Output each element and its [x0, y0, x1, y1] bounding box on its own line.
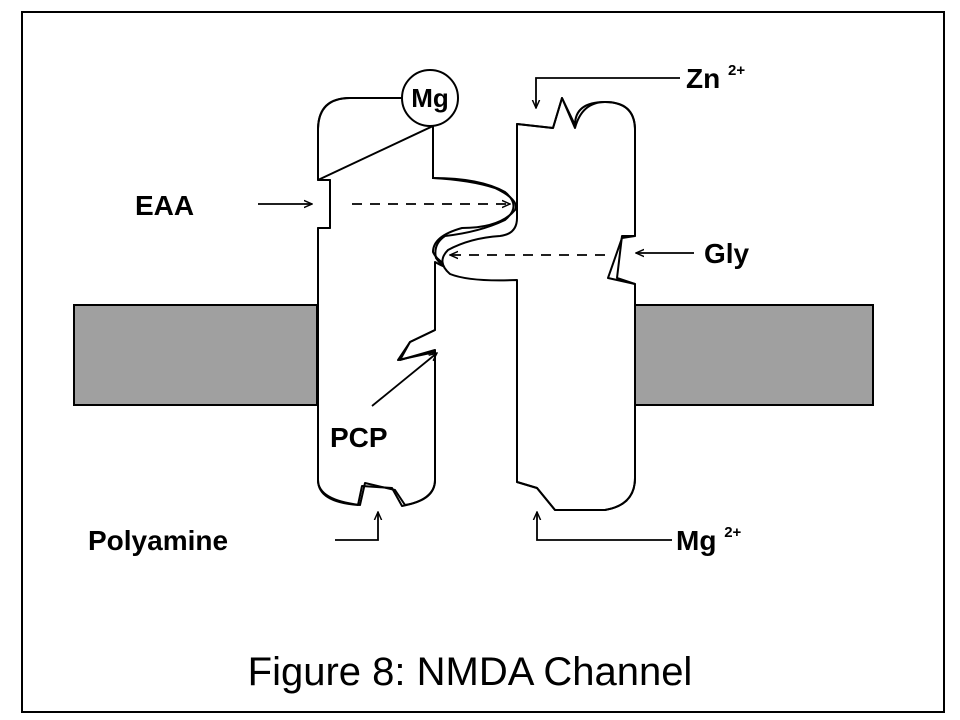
left-subunit-inner-bulge — [432, 126, 515, 277]
zn-label: Zn 2+ — [686, 62, 745, 94]
membrane-band-left — [73, 304, 318, 406]
polyamine-arrow — [335, 512, 378, 541]
membrane-band-right — [634, 304, 874, 406]
mg2-label-base: Mg — [676, 525, 716, 556]
polyamine-label: Polyamine — [88, 525, 228, 556]
mg-site-label: Mg — [411, 83, 449, 113]
mg2-label: Mg 2+ — [676, 524, 742, 556]
zn-label-base: Zn — [686, 63, 720, 94]
mg2-label-superscript: 2+ — [724, 524, 741, 541]
right-subunit-outline — [516, 97, 636, 511]
eaa-label: EAA — [135, 190, 194, 221]
mg2-arrow — [537, 512, 672, 541]
left-subunit-outline — [317, 97, 436, 507]
gly-label: Gly — [704, 238, 750, 269]
pcp-label: PCP — [330, 422, 388, 453]
pcp-arrow — [371, 353, 437, 407]
mg-site-circle — [401, 69, 459, 127]
zn-arrow — [536, 77, 680, 108]
figure-caption: Figure 8: NMDA Channel — [248, 650, 693, 694]
zn-label-superscript: 2+ — [728, 62, 745, 79]
